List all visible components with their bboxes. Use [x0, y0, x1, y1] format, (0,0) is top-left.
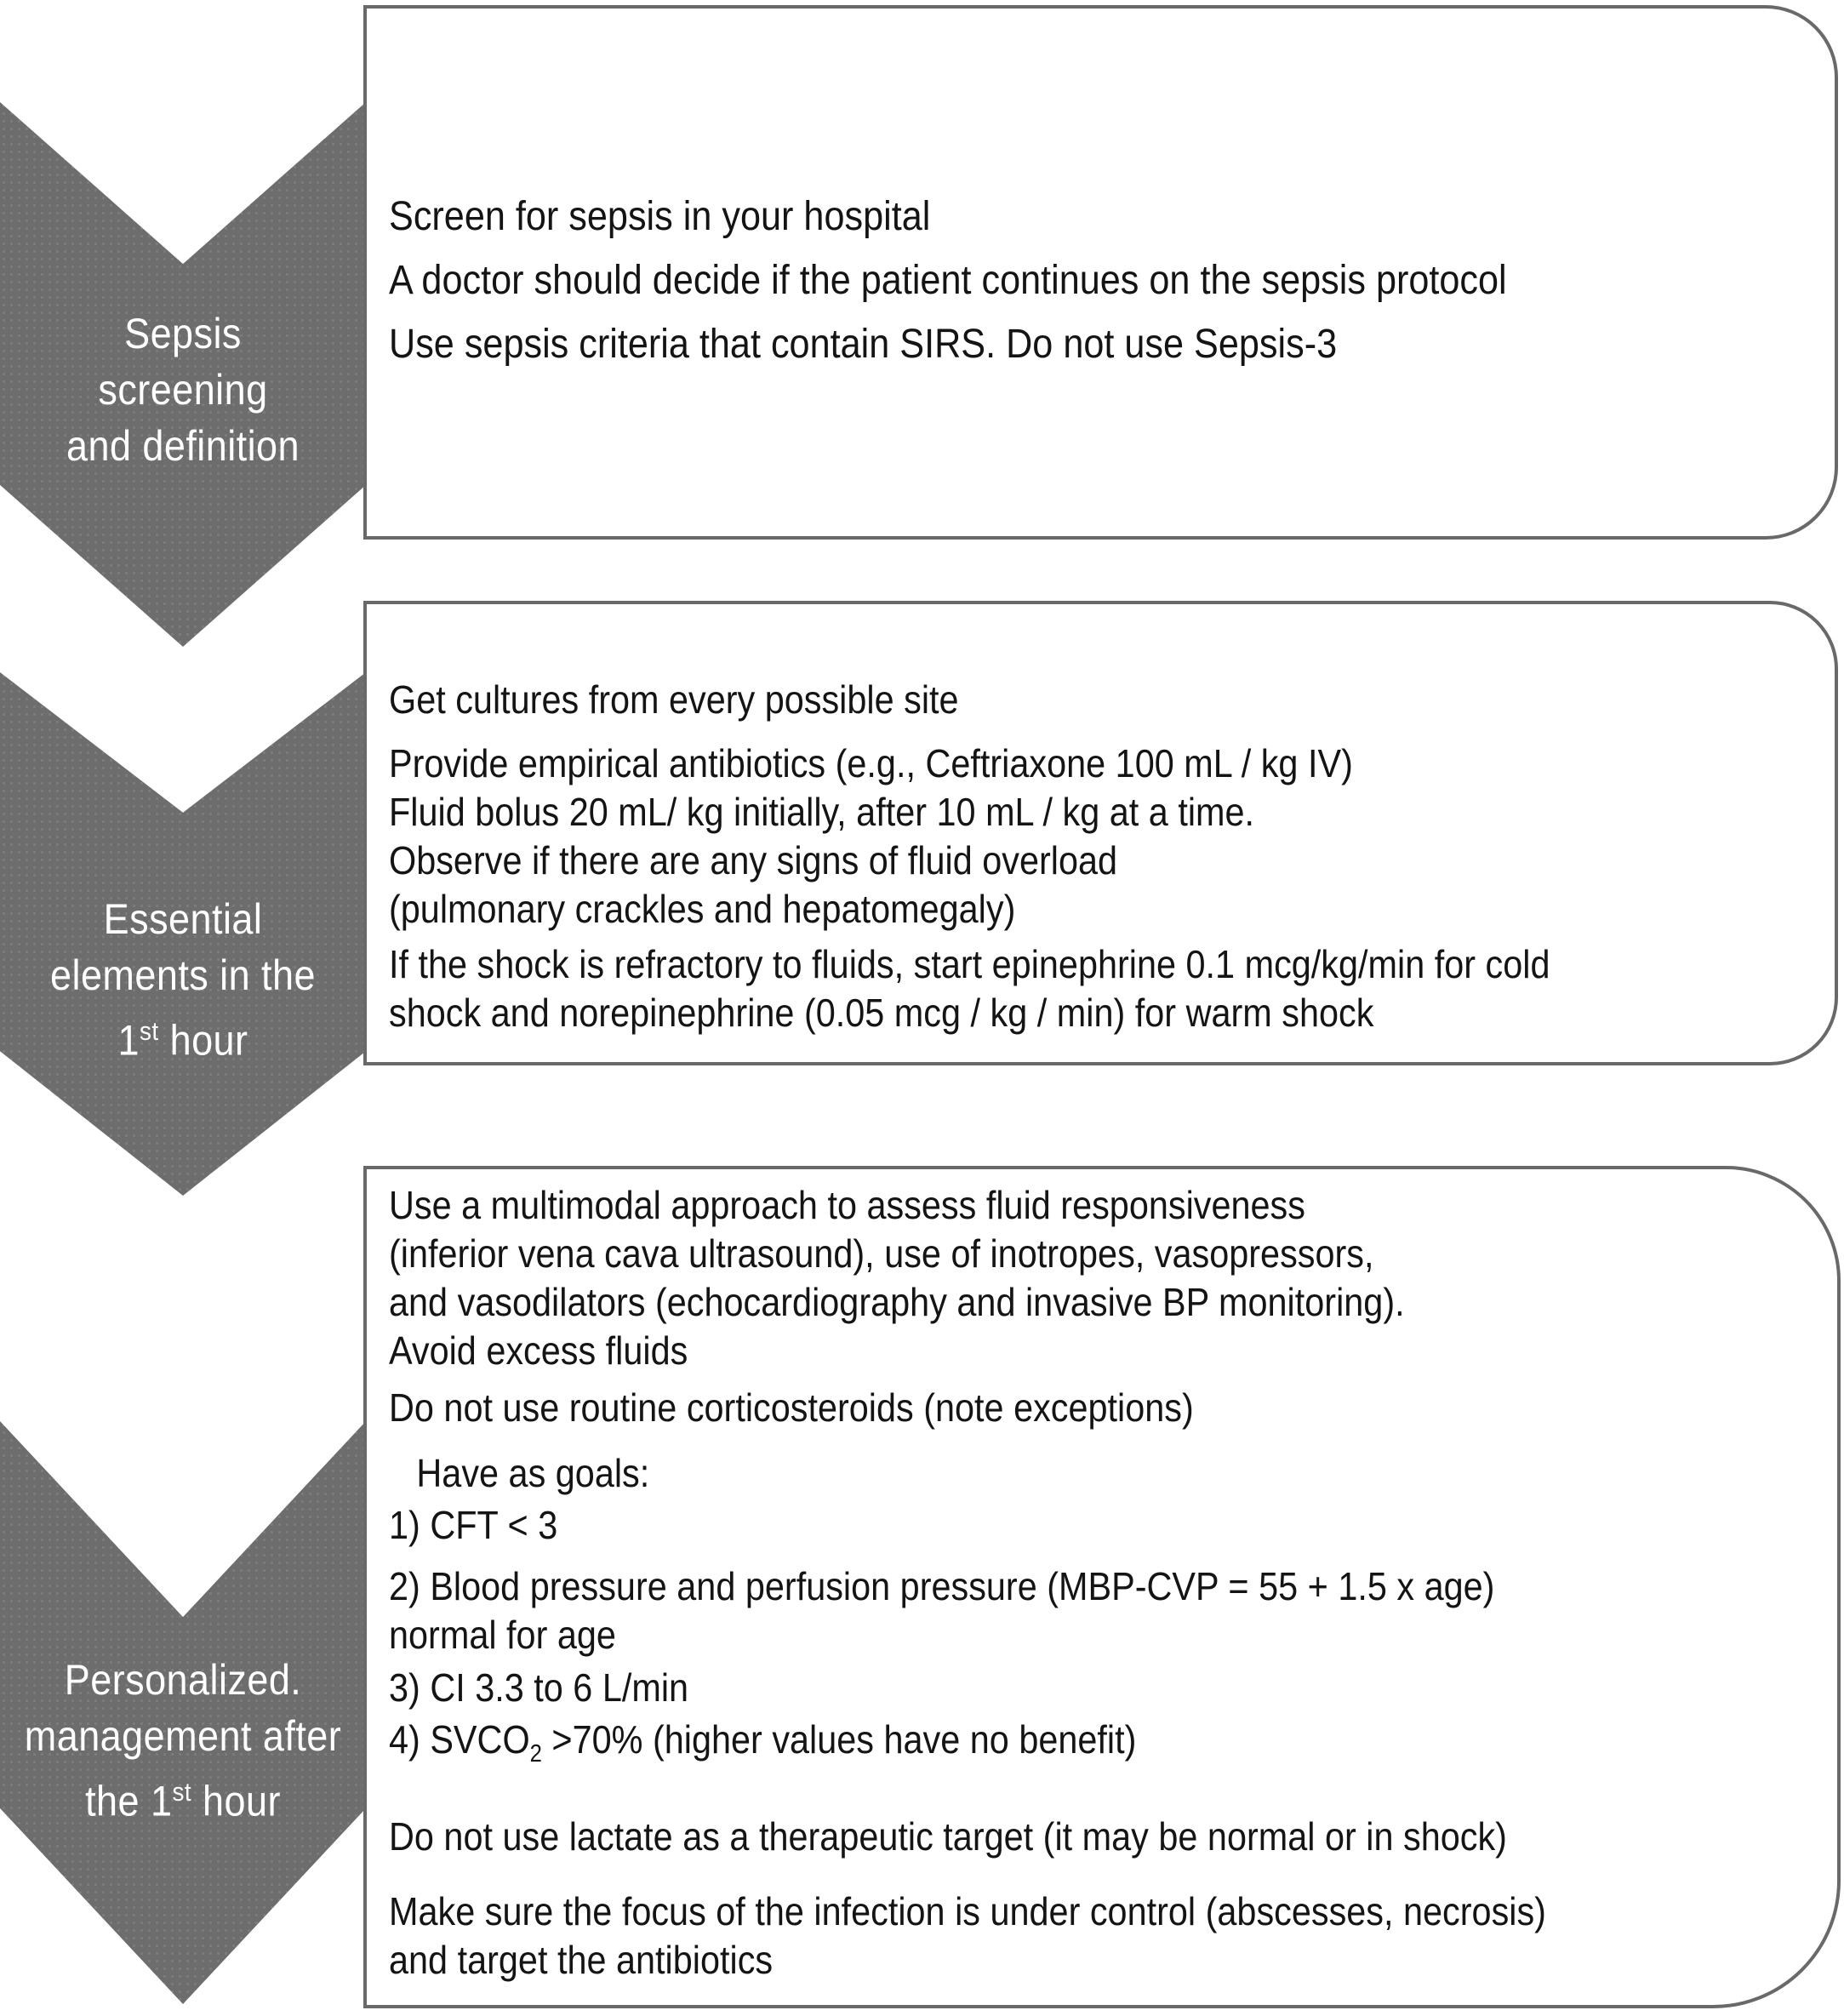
- text-line: and definition: [66, 422, 300, 470]
- chevron-label: Sepsis screening and definition: [19, 306, 348, 474]
- box-content: Screen for sepsis in your hospital A doc…: [389, 191, 1844, 370]
- text-line: management after: [24, 1712, 342, 1760]
- text-line: Get cultures from every possible site: [389, 677, 959, 722]
- text-line: 2) Blood pressure and perfusion pressure…: [389, 1564, 1495, 1608]
- chevron-sepsis-screening: Sepsis screening and definition: [0, 102, 366, 647]
- text-line: If the shock is refractory to fluids, st…: [389, 942, 1550, 986]
- superscript-st: st: [140, 1016, 159, 1046]
- text-line: Essential: [103, 895, 263, 943]
- box-first-hour-details: Get cultures from every possible site Pr…: [363, 601, 1838, 1065]
- chevron-label: Personalized. management after the 1st h…: [19, 1652, 348, 1830]
- text-line: 1) CFT < 3: [389, 1503, 558, 1547]
- box-content: Use a multimodal approach to assess flui…: [389, 1181, 1844, 1985]
- text-line: (inferior vena cava ultrasound), use of …: [389, 1231, 1374, 1276]
- text-line: normal for age: [389, 1613, 616, 1657]
- text-line: Provide empirical antibiotics (e.g., Cef…: [389, 741, 1353, 785]
- text-line: Do not use lactate as a therapeutic targ…: [389, 1814, 1507, 1859]
- box-sepsis-screening-details: Screen for sepsis in your hospital A doc…: [363, 5, 1838, 540]
- subscript-2: 2: [529, 1740, 542, 1768]
- text-line: Screen for sepsis in your hospital: [389, 194, 931, 239]
- text-line: shock and norepinephrine (0.05 mcg / kg …: [389, 991, 1374, 1035]
- box-personalized-details: Use a multimodal approach to assess flui…: [363, 1166, 1841, 2008]
- text-line: 4) SVCO2 >70% (higher values have no ben…: [389, 1717, 1137, 1768]
- text-line: the 1st hour: [85, 1777, 281, 1825]
- chevron-essential-elements: Essential elements in the 1st hour: [0, 672, 366, 1196]
- text-line: 1st hour: [117, 1016, 248, 1065]
- text-line: elements in the: [50, 951, 316, 999]
- text-line: Avoid excess fluids: [389, 1328, 688, 1373]
- text-line: 3) CI 3.3 to 6 L/min: [389, 1665, 689, 1710]
- text-line: Have as goals:: [416, 1451, 650, 1495]
- superscript-st: st: [172, 1777, 192, 1807]
- text-line: Sepsis: [124, 310, 242, 357]
- text-line: Use a multimodal approach to assess flui…: [389, 1183, 1305, 1227]
- text-line: Personalized.: [64, 1656, 302, 1704]
- text-line: Use sepsis criteria that contain SIRS. D…: [389, 322, 1338, 367]
- box-content: Get cultures from every possible site Pr…: [389, 676, 1844, 1037]
- text-line: Fluid bolus 20 mL/ kg initially, after 1…: [389, 790, 1255, 834]
- text-line: and vasodilators (echocardiography and i…: [389, 1280, 1405, 1324]
- text-line: A doctor should decide if the patient co…: [389, 258, 1507, 303]
- text-line: Observe if there are any signs of fluid …: [389, 838, 1118, 882]
- text-line: (pulmonary crackles and hepatomegaly): [389, 887, 1016, 931]
- text-line: Do not use routine corticosteroids (note…: [389, 1385, 1194, 1430]
- text-line: and target the antibiotics: [389, 1938, 774, 1983]
- chevron-label: Essential elements in the 1st hour: [19, 891, 348, 1069]
- text-line: Make sure the focus of the infection is …: [389, 1889, 1546, 1934]
- text-line: screening: [98, 366, 268, 414]
- chevron-personalized-management: Personalized. management after the 1st h…: [0, 1421, 366, 2004]
